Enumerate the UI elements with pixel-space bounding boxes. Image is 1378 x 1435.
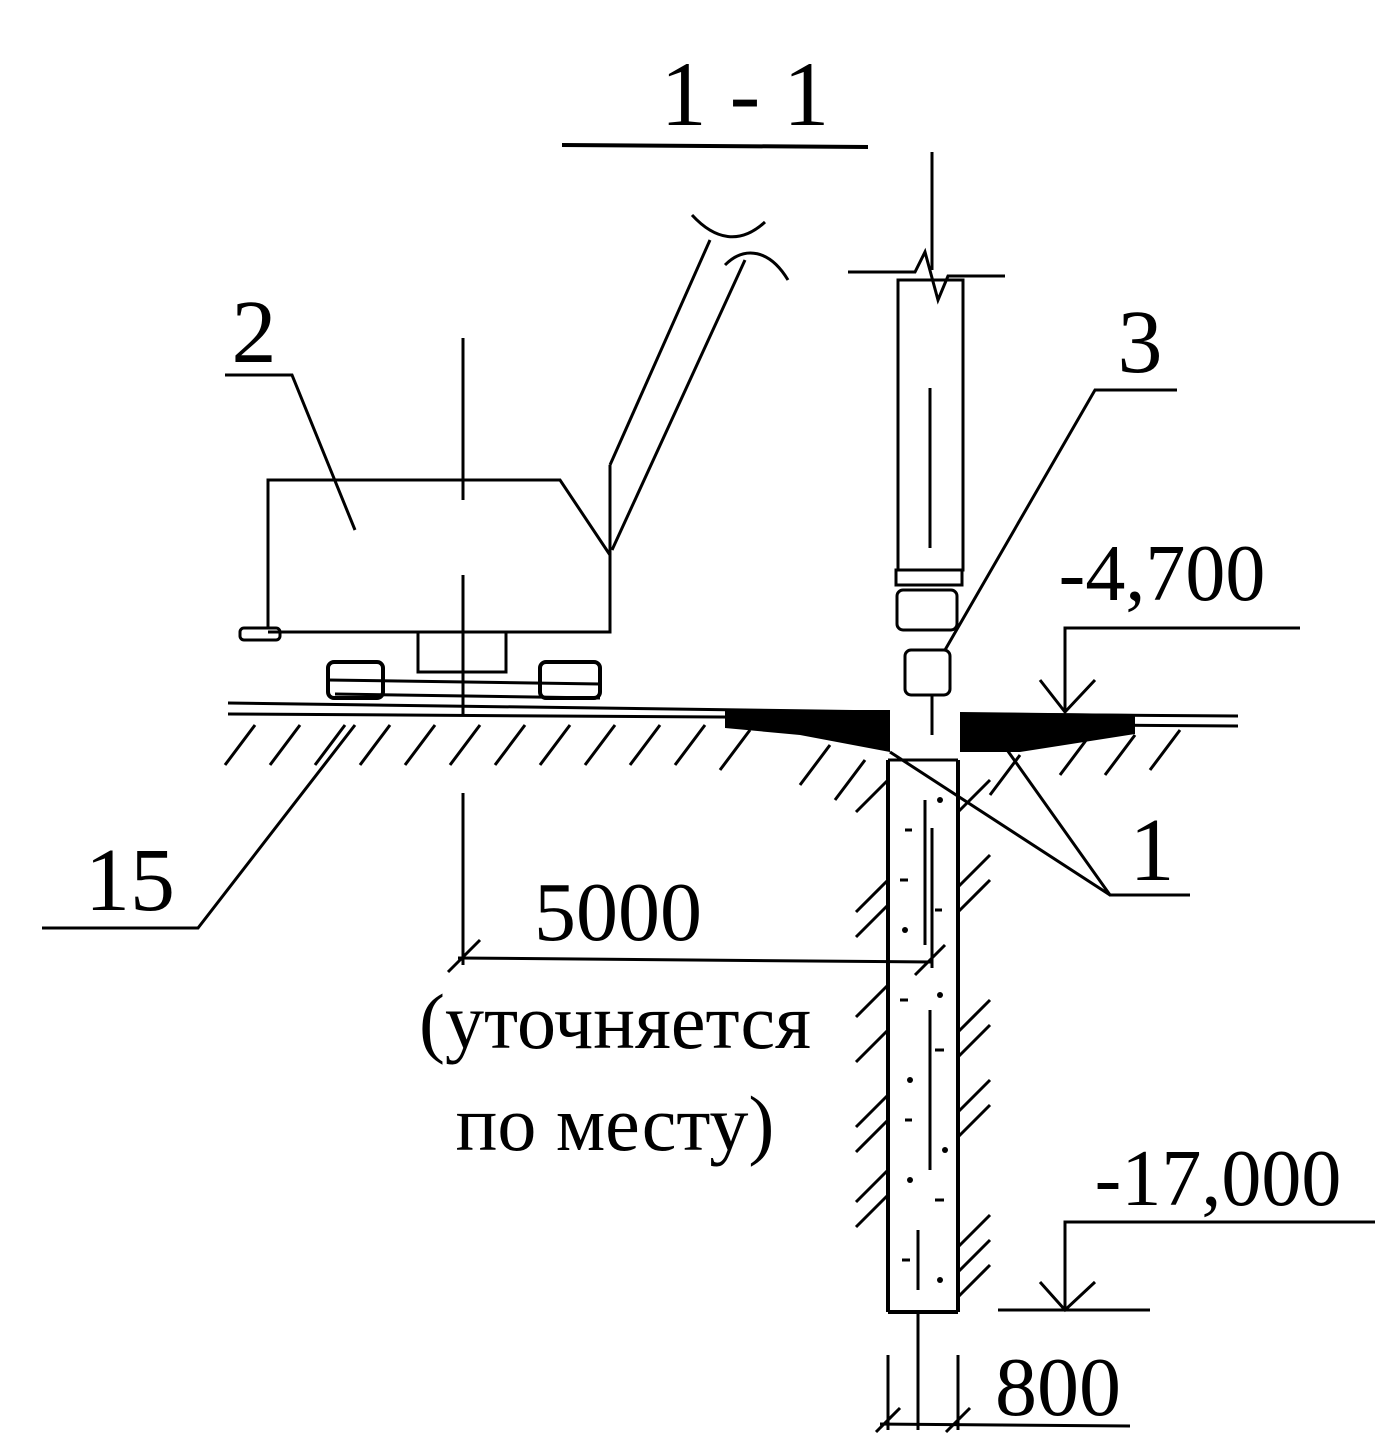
callout-label-platform: 15	[85, 831, 175, 930]
ground-hatching-left	[223, 724, 867, 801]
callout-label-drilling-rig: 2	[232, 283, 277, 382]
dimension-offset: 5000 (уточняется по месту)	[419, 793, 947, 1167]
rig-track-right	[538, 660, 602, 700]
pile-hatching-left	[854, 778, 890, 1229]
drive-head	[894, 568, 964, 587]
casing-head	[895, 588, 959, 632]
callout-label-casing: 3	[1118, 293, 1163, 392]
callout-label-pile: 1	[1130, 801, 1175, 900]
elevation-top-marker: -4,700	[1038, 530, 1300, 715]
break-line	[848, 247, 1005, 305]
dimension-pile-diameter-value: 800	[995, 1341, 1121, 1434]
dimension-pile-diameter: 800	[874, 1312, 1131, 1434]
rig-outrigger-left	[238, 626, 282, 642]
callout-drilling-rig: 2	[225, 283, 357, 531]
dimension-offset-value: 5000	[534, 866, 702, 959]
drilling-rig	[238, 213, 790, 715]
rig-boom-3	[610, 259, 747, 551]
casing-lower	[903, 648, 952, 697]
platform-band-left	[725, 710, 890, 752]
pile-shaft	[886, 758, 960, 1314]
elevation-top-label: -4,700	[1059, 530, 1266, 618]
callout-casing: 3	[943, 293, 1177, 651]
callout-pile: 1	[889, 739, 1190, 900]
dimension-offset-note-2: по месту)	[456, 1080, 775, 1167]
pile-hatching-right	[956, 778, 992, 1299]
elevation-bottom-label: -17,000	[1095, 1135, 1342, 1223]
callout-platform: 15	[42, 724, 357, 930]
rig-boom-tip	[690, 213, 790, 281]
section-title-underline	[561, 143, 869, 149]
rig-boom-2	[608, 239, 712, 466]
rig-cab	[266, 478, 612, 634]
ground-surface	[227, 701, 1239, 752]
section-title-group: 1 - 1	[561, 43, 869, 149]
platform-band-right	[960, 712, 1135, 752]
rig-turntable	[416, 630, 508, 674]
casing-assembly	[848, 152, 1005, 735]
elevation-bottom-marker: -17,000	[998, 1135, 1375, 1313]
dimension-offset-note-1: (уточняется	[419, 978, 811, 1065]
section-title: 1 - 1	[661, 43, 830, 145]
